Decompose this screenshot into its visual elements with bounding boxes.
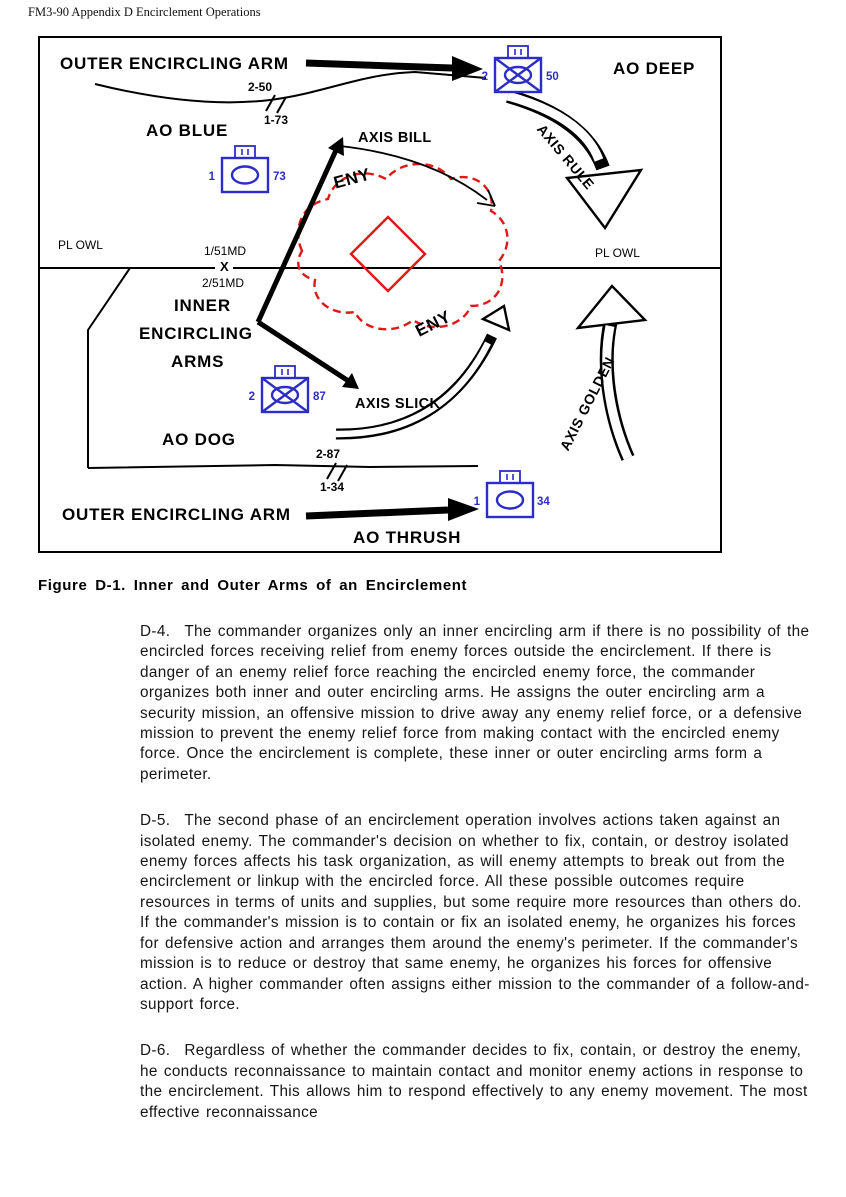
unit-symbol-2-50: 2 50 — [482, 45, 559, 94]
label-boundary-1-34: 1-34 — [320, 480, 344, 494]
paragraph-d4-number: D-4. — [140, 623, 171, 640]
inner-arm-attack-arrow-south — [256, 319, 359, 389]
outer-arm-arrow-bottom — [305, 498, 479, 521]
unit-number-left: 1 — [209, 171, 216, 183]
paragraph-d4: D-4.The commander organizes only an inne… — [140, 622, 816, 785]
figure-caption: Figure D-1. Inner and Outer Arms of an E… — [38, 577, 468, 594]
boundary-x-backing — [215, 258, 233, 273]
axis-rule-arrow — [506, 89, 644, 231]
label-pl-owl-left: PL OWL — [58, 238, 103, 252]
unit-number-right: 87 — [313, 391, 326, 403]
label-boundary-2-51md: 2/51MD — [202, 276, 244, 290]
label-ao-deep: AO DEEP — [613, 59, 695, 78]
paragraph-d6-number: D-6. — [140, 1042, 171, 1060]
unit-number-left: 1 — [474, 496, 481, 508]
figure-d1-diagram: 2 50 1 73 2 — [38, 36, 722, 553]
unit-number-right: 34 — [537, 496, 550, 508]
unit-symbol-2-87: 2 87 — [249, 365, 326, 414]
label-eny-bottom: ENY — [412, 307, 454, 341]
paragraph-d5-number: D-5. — [140, 812, 171, 830]
unit-number-left: 2 — [482, 71, 488, 83]
label-axis-bill: AXIS BILL — [358, 130, 432, 146]
page-header: FM3-90 Appendix D Encirclement Operation… — [28, 5, 261, 19]
enemy-objective-diamond — [349, 215, 427, 293]
unit-symbol-1-73: 1 73 — [209, 145, 286, 194]
label-ao-thrush: AO THRUSH — [353, 528, 461, 547]
label-ao-blue: AO BLUE — [146, 121, 228, 140]
unit-number-left: 2 — [249, 391, 255, 403]
encirclement-diagram: 2 50 1 73 2 — [40, 45, 720, 547]
axis-golden-arrow — [575, 284, 648, 461]
inner-arm-south-arrow — [335, 304, 511, 440]
boundary-tick-marks-top — [265, 94, 287, 114]
paragraph-d6-text: Regardless of whether the commander deci… — [140, 1042, 808, 1121]
inner-arm-attack-arrow-north — [255, 137, 344, 324]
body-text: D-4.The commander organizes only an inne… — [140, 622, 816, 1149]
paragraph-d6: D-6.Regardless of whether the commander … — [140, 1041, 816, 1123]
paragraph-d5: D-5.The second phase of an encirclement … — [140, 811, 816, 1015]
label-ao-dog: AO DOG — [162, 430, 236, 449]
boundary-line-top — [94, 70, 487, 104]
label-outer-encircling-arm-top: OUTER ENCIRCLING ARM — [60, 54, 289, 73]
unit-number-right: 73 — [273, 171, 286, 183]
paragraph-d5-text: The second phase of an encirclement oper… — [140, 812, 810, 1013]
label-axis-slick: AXIS SLICK — [355, 396, 440, 412]
enemy-position-outline — [297, 162, 509, 331]
label-eny-top: ENY — [332, 164, 373, 192]
unit-number-right: 50 — [546, 71, 559, 83]
label-inner-line1: INNER — [174, 296, 231, 315]
label-boundary-1-73: 1-73 — [264, 113, 288, 127]
axis-bill-arrow — [339, 145, 496, 207]
label-pl-owl-right: PL OWL — [595, 246, 640, 260]
label-boundary-2-50: 2-50 — [248, 80, 272, 94]
label-boundary-1-51md: 1/51MD — [204, 244, 246, 258]
unit-symbol-1-34: 1 34 — [474, 470, 550, 519]
outer-arm-arrow-top — [305, 56, 483, 81]
label-boundary-x: X — [220, 259, 229, 274]
label-inner-line3: ARMS — [171, 352, 224, 371]
paragraph-d4-text: The commander organizes only an inner en… — [140, 623, 810, 783]
label-inner-line2: ENCIRCLING — [139, 324, 253, 343]
boundary-line-bottom — [87, 463, 479, 469]
label-boundary-2-87: 2-87 — [316, 447, 340, 461]
boundary-tick-marks-bottom — [326, 462, 348, 482]
label-outer-encircling-arm-bottom: OUTER ENCIRCLING ARM — [62, 505, 291, 524]
boundary-line-left — [87, 267, 131, 468]
